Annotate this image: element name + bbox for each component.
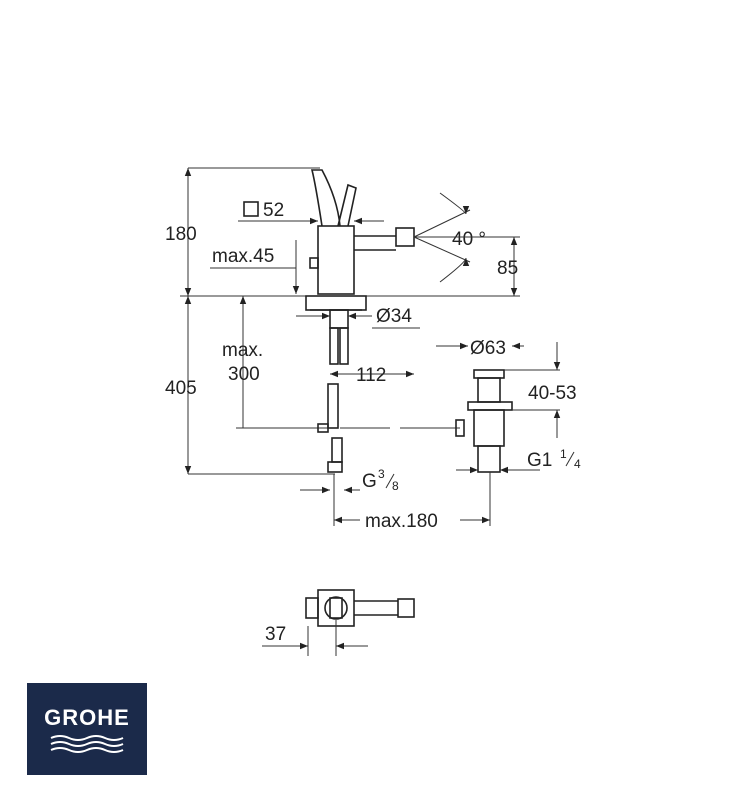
topview-knob [305, 597, 319, 619]
label-85: 85 [497, 258, 518, 279]
label-angle: 40 ° [452, 229, 486, 250]
label-max180: max.180 [365, 511, 438, 532]
hose-right-top [339, 327, 349, 365]
label-g114-num: 1 [560, 447, 567, 461]
grohe-logo: GROHE [27, 683, 147, 775]
label-405: 405 [165, 378, 197, 399]
label-g38-num: 3 [378, 467, 385, 481]
label-g38-den: 8 [392, 479, 399, 493]
drain-ring [467, 401, 513, 411]
spray-head [395, 227, 415, 247]
lever-blade [337, 183, 357, 227]
topview-lever-circle [324, 596, 348, 620]
angle-line-up [413, 209, 471, 238]
rod-clip [317, 423, 329, 433]
hose-connector [327, 461, 343, 473]
label-37: 37 [265, 624, 286, 645]
drain-cap [473, 369, 505, 379]
logo-text: GROHE [44, 705, 130, 730]
label-max300-b: 300 [228, 364, 260, 385]
drain-tail [477, 445, 501, 473]
drain-body-top [477, 377, 501, 403]
faucet-body [317, 225, 355, 295]
rod-knob [455, 419, 465, 437]
label-g114-main: G1 [527, 450, 552, 471]
angle-arc-bottom [439, 257, 470, 283]
label-dia63: Ø63 [470, 338, 506, 359]
topview-head [397, 598, 415, 618]
label-g114-den: 4 [574, 457, 581, 471]
label-g38-main: G [362, 471, 377, 492]
threaded-shank [329, 309, 349, 329]
drain-body [473, 409, 505, 447]
hose-left-top [329, 327, 339, 365]
g114-slash [565, 451, 575, 467]
hose-lower-left [327, 383, 339, 429]
label-4053: 40-53 [528, 383, 577, 404]
side-knob [309, 257, 319, 269]
lever [310, 169, 341, 227]
square-symbol [243, 201, 259, 217]
angle-arc-top [439, 192, 470, 215]
topview-lever [329, 597, 343, 619]
mounting-flange [305, 295, 367, 311]
hose-lower [331, 437, 343, 463]
label-max45: max.45 [212, 246, 274, 267]
label-max300-a: max. [222, 340, 263, 361]
g38-slash [385, 473, 395, 489]
label-112: 112 [356, 365, 386, 386]
label-dia34: Ø34 [376, 306, 412, 327]
angle-line-down [413, 236, 471, 263]
wave-icon [50, 735, 124, 753]
label-52: 52 [263, 200, 284, 221]
label-180: 180 [165, 224, 197, 245]
